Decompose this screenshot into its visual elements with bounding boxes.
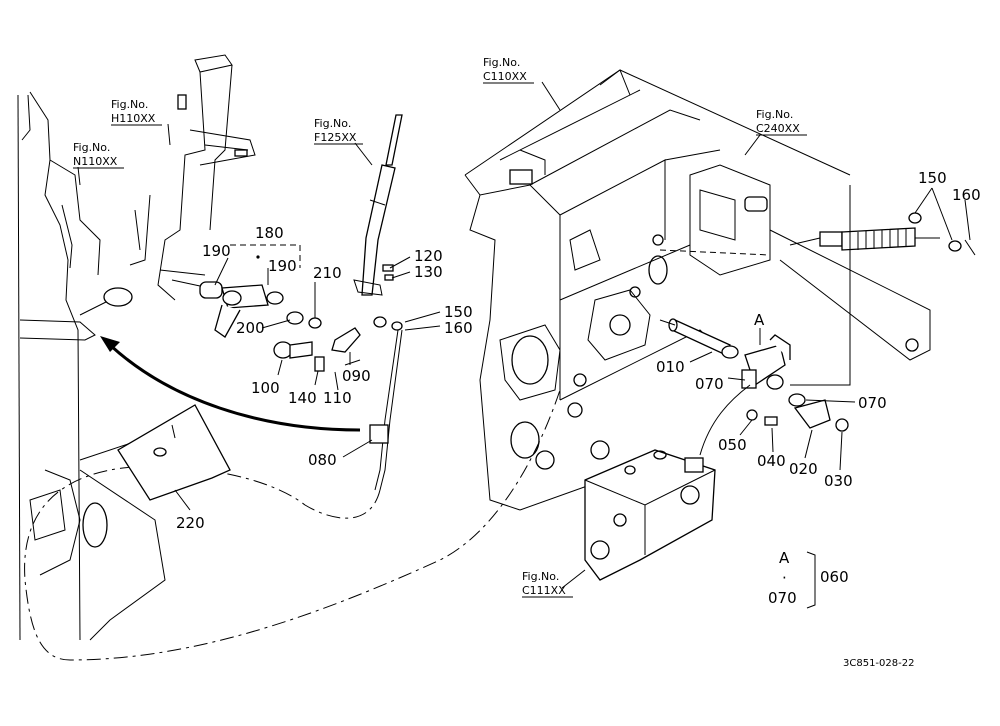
key-dot: · — [782, 569, 787, 587]
callout-030: 030 — [824, 472, 853, 490]
svg-text:H110XX: H110XX — [111, 112, 156, 125]
callout-130: 130 — [414, 263, 443, 281]
key-070: 070 — [768, 589, 797, 607]
callout-100: 100 — [251, 379, 280, 397]
callout-120: 120 — [414, 247, 443, 265]
control-valve — [584, 384, 751, 581]
callout-140: 140 — [288, 389, 317, 407]
part-callouts: 180 190 190 210 120 130 150 160 200 090 … — [176, 169, 981, 532]
assembly-key: A · 070 060 — [768, 549, 849, 607]
fig-ref-c110: Fig.No. C110XX — [483, 56, 534, 84]
callout-150-left: 150 — [444, 303, 473, 321]
steering-column — [129, 54, 256, 301]
callout-160-left: 160 — [444, 319, 473, 337]
transmission-housing — [464, 69, 851, 511]
callout-070-right: 070 — [858, 394, 887, 412]
callout-050: 050 — [718, 436, 747, 454]
side-rail — [659, 164, 931, 386]
pedal-linkage — [171, 264, 403, 372]
callout-220: 220 — [176, 514, 205, 532]
callout-150-right: 150 — [918, 169, 947, 187]
callout-070-left: 070 — [695, 375, 724, 393]
selector-shaft-assembly — [659, 318, 849, 432]
callout-190-right: 190 — [268, 257, 297, 275]
spring-cable — [789, 212, 976, 256]
left-fender-panel — [17, 91, 166, 641]
callout-160-right: 160 — [952, 186, 981, 204]
callout-080: 080 — [308, 451, 337, 469]
callout-020: 020 — [789, 460, 818, 478]
svg-text:C240XX: C240XX — [756, 122, 800, 135]
key-A: A — [779, 549, 790, 567]
fig-ref-h110: Fig.No. H110XX — [111, 98, 162, 126]
svg-text:Fig.No.: Fig.No. — [756, 108, 793, 121]
callout-190-left: 190 — [202, 242, 231, 260]
svg-text:Fig.No.: Fig.No. — [522, 570, 559, 583]
control-cable — [24, 329, 561, 661]
callout-110: 110 — [323, 389, 352, 407]
direction-arrow — [100, 336, 361, 432]
callout-210: 210 — [313, 264, 342, 282]
callout-010: 010 — [656, 358, 685, 376]
svg-text:Fig.No.: Fig.No. — [314, 117, 351, 130]
cover-plate — [117, 404, 231, 501]
svg-text:N110XX: N110XX — [73, 155, 118, 168]
callout-A: A — [754, 311, 765, 329]
svg-text:Fig.No.: Fig.No. — [73, 141, 110, 154]
key-060: 060 — [820, 568, 849, 586]
fig-ref-n110: Fig.No. N110XX — [73, 141, 124, 169]
svg-text:C111XX: C111XX — [522, 584, 566, 597]
dot-marker — [256, 255, 260, 259]
leader-lines — [77, 81, 971, 609]
callout-200: 200 — [236, 319, 265, 337]
svg-text:Fig.No.: Fig.No. — [111, 98, 148, 111]
svg-text:C110XX: C110XX — [483, 70, 527, 83]
callout-040: 040 — [757, 452, 786, 470]
fig-ref-c240: Fig.No. C240XX — [756, 108, 807, 136]
fig-ref-c111: Fig.No. C111XX — [522, 570, 573, 598]
drawing-code: 3C851-028-22 — [843, 658, 914, 669]
svg-text:F125XX: F125XX — [314, 131, 357, 144]
fig-ref-f125: Fig.No. F125XX — [314, 117, 363, 145]
callout-180: 180 — [255, 224, 284, 242]
shift-lever — [353, 114, 403, 296]
callout-090: 090 — [342, 367, 371, 385]
svg-text:Fig.No.: Fig.No. — [483, 56, 520, 69]
